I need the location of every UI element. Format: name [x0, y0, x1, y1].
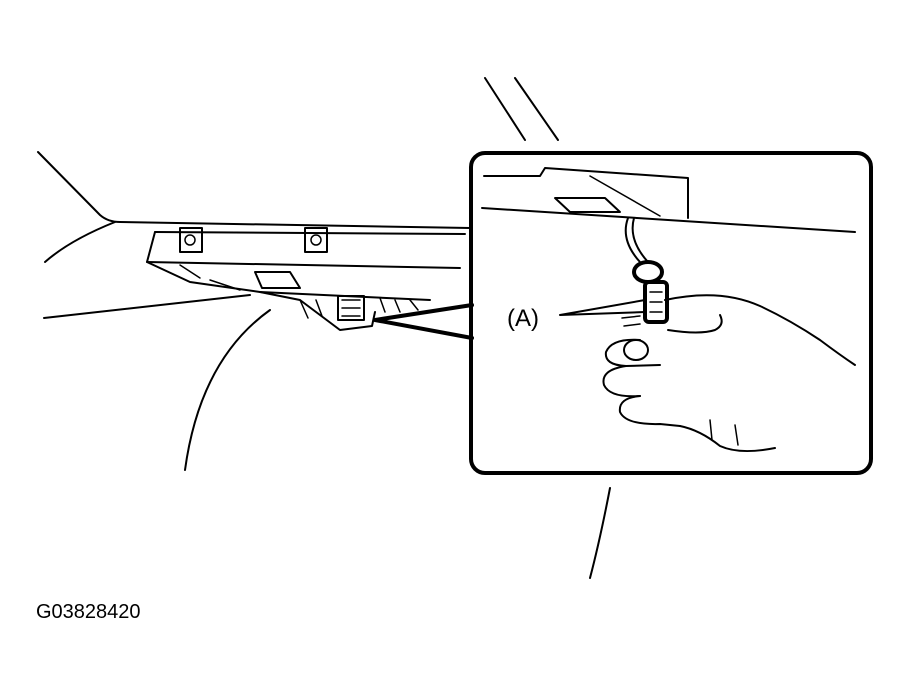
- callout-label: (A): [507, 305, 539, 332]
- detail-inset: (A): [469, 151, 873, 475]
- wire: [624, 217, 641, 263]
- pillar-line-2: [514, 77, 559, 141]
- connector-detail: [643, 280, 669, 324]
- callout-pointer: [373, 303, 474, 340]
- inset-frame: [469, 151, 873, 475]
- under-dash-panel: [146, 227, 466, 331]
- socket: [632, 260, 664, 284]
- connector-icon: [337, 295, 365, 321]
- hand-icon: [602, 294, 856, 452]
- clip-left: [179, 227, 203, 253]
- figure-code: G03828420: [36, 601, 141, 623]
- pillar-line-1: [484, 77, 526, 141]
- main-view: [37, 77, 611, 579]
- label-leader: [559, 299, 646, 316]
- steering-arc: [184, 309, 271, 471]
- left-panel-curve: [44, 221, 116, 263]
- clip-right: [304, 227, 328, 253]
- left-lower-edge: [43, 294, 251, 319]
- lower-body-line: [589, 487, 611, 579]
- dash-upper-line: [37, 151, 471, 229]
